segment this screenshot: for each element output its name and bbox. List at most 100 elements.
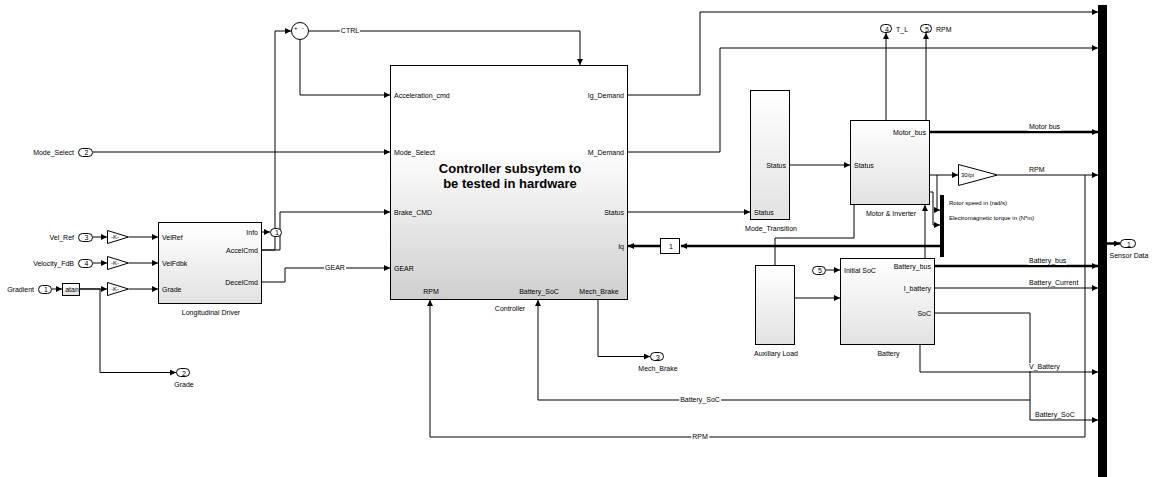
subsystem-block: VelRefVelFdbkGradeInfoAccelCmdDecelCmdLo… [158, 222, 262, 304]
signal-line [93, 237, 107, 238]
port-label: Status [766, 162, 786, 170]
signal-wire [935, 288, 1098, 289]
signal-wire [628, 12, 1098, 95]
signal-name: Battery_SoC [679, 396, 721, 404]
bus-wire [935, 265, 1098, 268]
block-label: Mode_Transition [745, 225, 797, 233]
signal-line [262, 31, 291, 250]
inport: 2Mode_Select [78, 148, 93, 157]
signal-wire [920, 345, 1098, 372]
block-text: Velocity_FdB [33, 260, 74, 268]
port-label: Motor_bus [893, 129, 926, 137]
port-label: Mech_Brake [579, 288, 618, 296]
bus-creator-bar [1098, 5, 1107, 477]
block-text: 1 [1127, 241, 1131, 249]
port-label: Battery_bus [894, 263, 931, 271]
block-text: 1 [669, 243, 673, 251]
signal-line [129, 237, 158, 238]
port-label: Grade [162, 286, 181, 294]
block-label: Motor & Inverter [866, 210, 916, 218]
signal-name: Battery_bus [1028, 257, 1067, 265]
block-label: Grade [174, 381, 193, 389]
block-text: + [294, 24, 298, 32]
signal-line [886, 33, 887, 120]
block-text: RPM [936, 26, 952, 34]
gain-triangle [959, 165, 998, 186]
block-text: atan [65, 286, 79, 294]
signal-name: Motor bus [1028, 123, 1061, 131]
port-label: Status [854, 162, 874, 170]
port-label: SoC [917, 310, 931, 318]
port-label: DecelCmd [225, 279, 258, 287]
gain-block: -K- [107, 230, 129, 244]
sum-outline [291, 22, 309, 40]
sum-circle [292, 23, 309, 40]
signal-line [790, 165, 850, 166]
outport: 2Grade [176, 368, 190, 377]
signal-line [826, 270, 840, 271]
block-text: 2 [182, 370, 186, 378]
function-block: atan [62, 283, 80, 296]
signal-line [795, 298, 840, 299]
block-text: 1 [44, 286, 48, 294]
port-label: VelRef [162, 234, 183, 242]
gain-triangle [108, 283, 129, 296]
signal-wire [937, 175, 940, 210]
block-text: T_L [896, 26, 908, 34]
signal-name: Rotor speed in (rad/s) [948, 199, 1008, 207]
block-text: -K- [111, 285, 119, 293]
gain-triangle [108, 257, 129, 270]
bus-wire [930, 131, 1098, 134]
port-label: GEAR [394, 265, 414, 273]
signal-name: RPM [1028, 166, 1046, 174]
block-text: Vel_Ref [49, 234, 74, 242]
overlay-note: Controller subsytem to be tested in hard… [435, 161, 585, 191]
outport: 1Sensor Data [1120, 239, 1136, 248]
signal-name: Battery_SoC [1034, 411, 1076, 419]
driver-car-icon [200, 255, 225, 287]
signal-line [628, 212, 750, 213]
block-text: 4 [85, 260, 89, 268]
signal-wire [930, 192, 940, 225]
signal-line [309, 31, 580, 65]
inport: 4Velocity_FdB [78, 259, 93, 268]
port-label: Status [604, 209, 624, 217]
port-label: Status [754, 209, 774, 217]
block-label: Mech_Brake [638, 365, 677, 373]
port-label: Iq [618, 243, 624, 251]
port-label: Info [246, 229, 258, 237]
port-label: M_Demand [588, 149, 624, 157]
block-text: -K- [111, 233, 119, 241]
port-label: Battery_SoC [519, 288, 559, 296]
signal-line [262, 232, 270, 233]
block-text: 30/pi [961, 171, 974, 179]
port-label: Initial SoC [844, 267, 876, 275]
mux-bar [940, 195, 944, 257]
block-text: 5 [925, 26, 929, 34]
block-text: -K- [111, 259, 119, 267]
bus-wire [1107, 242, 1120, 245]
inport: 3Vel_Ref [78, 233, 93, 242]
block-text: 1 [275, 229, 279, 237]
port-label: Mode_Select [394, 149, 435, 157]
subsystem-block: StatusStatusMode_Transition [750, 90, 790, 220]
port-label: Brake_CMD [394, 209, 432, 217]
port-label: RPM [423, 288, 439, 296]
block-text: 5 [818, 267, 822, 275]
port-label: AccelCmd [226, 247, 258, 255]
signal-line [628, 245, 660, 248]
outport: 3Mech_Brake [650, 352, 664, 361]
signal-line [93, 152, 390, 153]
block-text: 4 [885, 26, 889, 34]
subsystem-block: Initial SoCBattery_busI_batterySoCBatter… [840, 258, 935, 345]
signal-line [598, 300, 650, 357]
outport: 4T_L [880, 24, 892, 33]
subsystem-block: StatusMotor_busMotor & Inverter [850, 120, 930, 205]
sum-block: +- [291, 22, 309, 40]
port-label: I_battery [904, 285, 931, 293]
inport: 1Gradient [38, 285, 52, 294]
gain-triangle [108, 231, 129, 244]
controller-subsystem: Controller subsytem to be tested in hard… [390, 65, 628, 300]
signal-wire [1030, 400, 1098, 420]
port-label: VelFdbk [162, 260, 187, 268]
